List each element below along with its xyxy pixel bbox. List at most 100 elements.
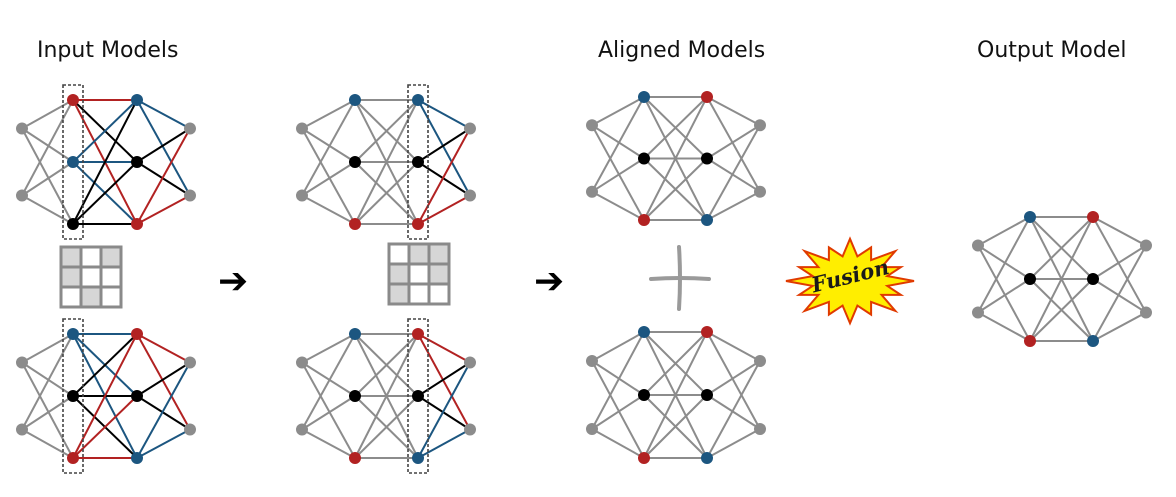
- hidden-node-blue: [349, 328, 361, 340]
- input-node: [586, 354, 598, 367]
- network-edge: [591, 360, 645, 459]
- network-edge: [643, 331, 708, 396]
- output-node: [464, 189, 476, 202]
- permutation-cell: [427, 242, 451, 266]
- permutation-cell: [387, 282, 411, 306]
- input-node: [972, 306, 984, 319]
- network-edge: [1092, 244, 1147, 280]
- network-edge: [591, 394, 645, 430]
- permutation-cell: [79, 285, 103, 309]
- network-edge: [591, 96, 645, 193]
- network-edge: [706, 331, 761, 362]
- network-edge: [136, 99, 191, 130]
- output-node: [1140, 239, 1152, 252]
- hidden-node-blue: [349, 94, 361, 106]
- input-node: [16, 122, 28, 135]
- hidden-node-red: [349, 452, 361, 464]
- permutation-cell: [407, 282, 431, 306]
- network-edge: [417, 428, 471, 459]
- network-permuted-bottom: [296, 318, 476, 474]
- permutation-cell: [427, 282, 451, 306]
- network-edge: [301, 362, 356, 459]
- network-edge: [301, 428, 356, 459]
- network-edge: [643, 331, 708, 459]
- network-edge: [301, 361, 356, 397]
- network-edge: [977, 278, 1031, 314]
- hidden-node-red: [638, 214, 650, 226]
- hidden-node-blue: [638, 326, 650, 338]
- network-edge: [591, 124, 645, 160]
- network-edge: [591, 428, 645, 459]
- input-node: [296, 189, 308, 202]
- hidden-node-red: [701, 326, 713, 338]
- hidden-node-red: [131, 328, 143, 340]
- network-edge: [301, 161, 356, 197]
- network-edge: [706, 96, 761, 193]
- network-edge: [1092, 311, 1147, 342]
- network-edge: [643, 96, 708, 221]
- hidden-node-blue: [701, 452, 713, 464]
- network-edge: [1029, 278, 1094, 342]
- input-node: [972, 239, 984, 252]
- heading-aligned-models: Aligned Models: [598, 38, 765, 63]
- network-edge: [21, 362, 74, 459]
- hidden-node-blue: [1024, 211, 1036, 223]
- network-edge: [136, 428, 191, 459]
- network-edge: [72, 99, 138, 225]
- network-edge: [977, 245, 1031, 342]
- input-node: [586, 119, 598, 132]
- output-node: [184, 122, 196, 135]
- network-edge: [977, 216, 1031, 247]
- heading-output-model: Output Model: [977, 38, 1126, 63]
- hidden-node-red: [67, 452, 79, 464]
- hidden-node-red: [67, 94, 79, 106]
- network-edge: [21, 194, 74, 225]
- network-edge: [136, 128, 191, 225]
- hidden-node-black: [1087, 273, 1099, 285]
- permutation-cell: [59, 285, 83, 309]
- permutation-cell: [407, 262, 431, 286]
- output-node: [184, 356, 196, 369]
- network-edge: [1029, 216, 1094, 280]
- network-edge: [136, 161, 191, 197]
- network-input-bottom: [16, 318, 196, 474]
- network-edge: [301, 99, 356, 196]
- network-edge: [417, 333, 471, 364]
- input-node: [16, 356, 28, 369]
- permutation-cell: [79, 265, 103, 289]
- permutation-cell: [99, 245, 123, 269]
- network-edge: [977, 244, 1031, 280]
- network-edge: [21, 333, 74, 364]
- network-edge: [72, 395, 138, 459]
- hidden-node-black: [349, 156, 361, 168]
- network-edge: [591, 190, 645, 221]
- network-edge: [417, 161, 471, 197]
- hidden-node-black: [131, 156, 143, 168]
- hidden-node-blue: [1087, 335, 1099, 347]
- network-edge: [706, 360, 761, 396]
- input-node: [586, 185, 598, 198]
- network-edge: [591, 331, 645, 430]
- network-edge: [706, 190, 761, 221]
- network-edge: [21, 99, 74, 130]
- network-edge: [417, 128, 471, 225]
- permutation-cell: [99, 265, 123, 289]
- network-edge: [301, 333, 356, 364]
- network-edge: [136, 333, 191, 430]
- network-edge: [706, 331, 761, 430]
- input-node: [296, 423, 308, 436]
- network-edge: [301, 128, 356, 225]
- dashed-selection-box: [62, 84, 84, 240]
- dashed-selection-box: [407, 84, 429, 240]
- output-node: [464, 423, 476, 436]
- network-edge: [21, 99, 74, 196]
- hidden-node-blue: [701, 214, 713, 226]
- network-edge: [1092, 216, 1147, 313]
- permutation-cell: [387, 262, 411, 286]
- network-edge: [21, 395, 74, 431]
- dashed-selection-box: [62, 318, 84, 474]
- network-edge: [977, 216, 1031, 313]
- network-edge: [417, 333, 471, 430]
- permutation-cell: [99, 285, 123, 309]
- network-edge: [977, 311, 1031, 342]
